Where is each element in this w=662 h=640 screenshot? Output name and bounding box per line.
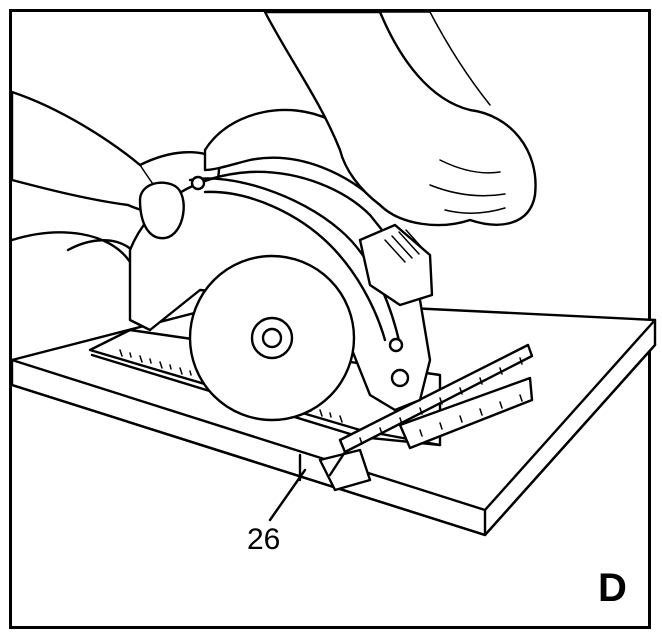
callout-leader-line [268, 468, 307, 522]
rip-fence-icon [298, 343, 534, 492]
motor-cap [138, 181, 185, 240]
depth-knob [390, 368, 410, 388]
circular-saw-icon [128, 108, 434, 422]
front-handle-grip [358, 223, 434, 307]
power-cord [10, 231, 134, 264]
right-hand-icon [263, 10, 537, 227]
panel-label: D [598, 566, 627, 610]
callout-label: 26 [247, 523, 281, 556]
